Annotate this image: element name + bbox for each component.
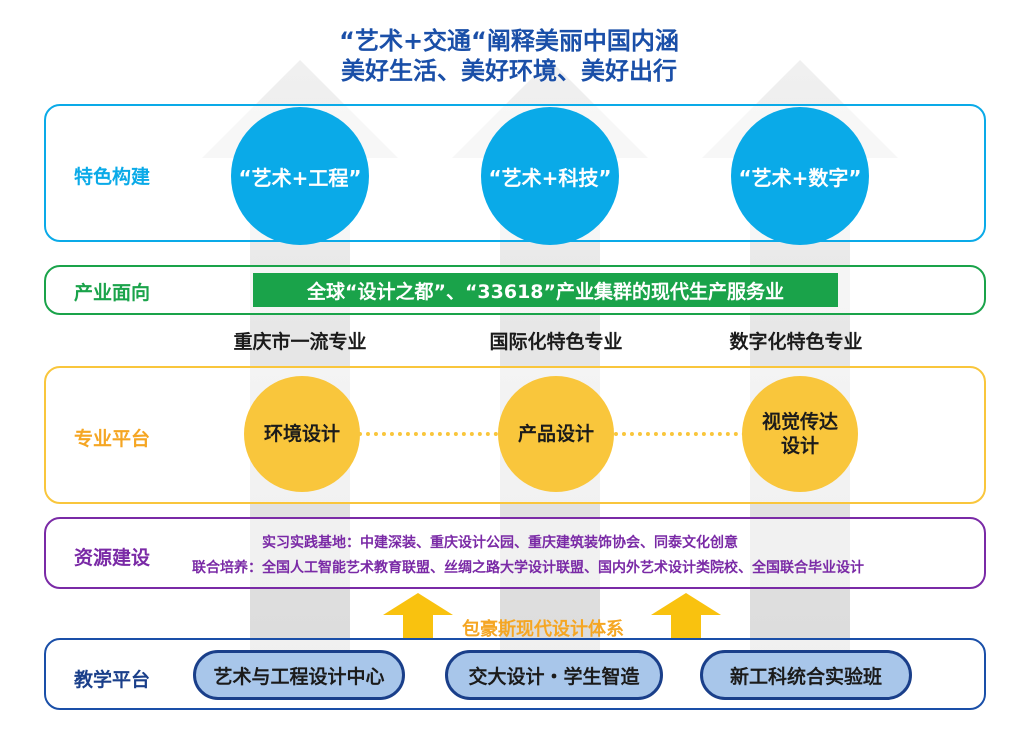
feature-circle-technology: “艺术+科技” [481, 107, 619, 245]
feature-row-label: 特色构建 [74, 166, 151, 188]
bauhaus-up-arrow-left [383, 593, 453, 639]
teaching-row-label: 教学平台 [74, 669, 151, 691]
resources-row-label: 资源建设 [74, 547, 151, 569]
teaching-pill-art-engineering: 艺术与工程设计中心 [193, 650, 405, 700]
platform-circle-environment: 环境设计 [244, 376, 360, 492]
resources-panel [44, 517, 986, 589]
teaching-pill-new-engineering: 新工科统合实验班 [700, 650, 912, 700]
bauhaus-system-label: 包豪斯现代设计体系 [462, 619, 624, 640]
major-label-chongqing: 重庆市一流专业 [233, 331, 367, 353]
feature-circle-engineering: “艺术+工程” [231, 107, 369, 245]
industry-banner: 全球“设计之都”、“33618”产业集群的现代生产服务业 [253, 273, 838, 307]
bauhaus-up-arrow-right [651, 593, 721, 639]
dotted-connector-left [358, 432, 498, 436]
resources-practice-bases: 实习实践基地：中建深装、重庆设计公园、重庆建筑装饰协会、同泰文化创意 [262, 535, 738, 551]
major-label-digital: 数字化特色专业 [729, 331, 863, 353]
platform-circle-product: 产品设计 [498, 376, 614, 492]
diagram-title-line2: 美好生活、美好环境、美好出行 [341, 57, 677, 85]
resources-joint-training: 联合培养：全国人工智能艺术教育联盟、丝绸之路大学设计联盟、国内外艺术设计类院校、… [192, 560, 864, 576]
major-label-international: 国际化特色专业 [489, 331, 623, 353]
dotted-connector-right [614, 432, 746, 436]
feature-circle-digital: “艺术+数字” [731, 107, 869, 245]
diagram-title-line1: “艺术+交通“阐释美丽中国内涵 [339, 27, 679, 55]
industry-row-label: 产业面向 [74, 282, 151, 304]
platform-row-label: 专业平台 [74, 428, 151, 450]
platform-circle-visual: 视觉传达 设计 [742, 376, 858, 492]
teaching-pill-student-making: 交大设计・学生智造 [445, 650, 663, 700]
